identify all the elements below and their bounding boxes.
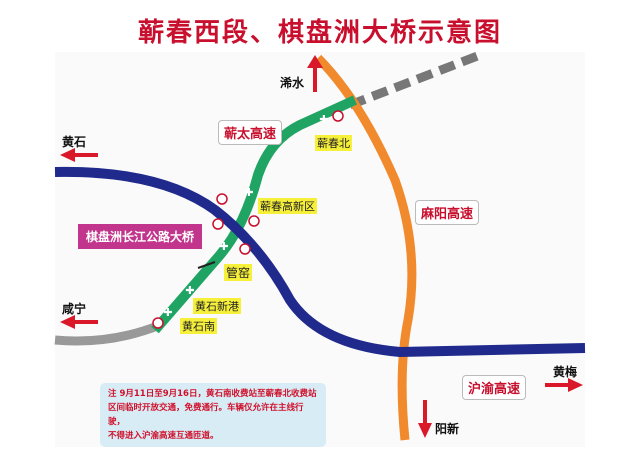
svg-text:✚: ✚ (163, 306, 172, 319)
arrow-xishui-icon (307, 55, 323, 92)
arrow-huangshi-icon (60, 148, 98, 162)
city-xishui: 浠水 (280, 76, 305, 90)
station-guanyao: 管窑 (224, 264, 253, 281)
highway-qitai-label: 蕲太高速 (218, 120, 283, 145)
arrow-yangxin-icon (418, 400, 432, 438)
bridge-label: 棋盘洲长江公路大桥 (78, 224, 203, 249)
gray-dashed-road (348, 50, 482, 110)
notice-line: 不得进入沪渝高速互通匝道。 (108, 431, 219, 441)
map-title: 蕲春西段、棋盘洲大桥示意图 (137, 18, 502, 48)
svg-text:✚: ✚ (185, 284, 194, 297)
svg-text:✚: ✚ (244, 186, 253, 199)
green-road-qitai (151, 95, 358, 334)
arrow-xianning-icon (60, 315, 98, 329)
city-huangshi: 黄石 (62, 135, 87, 149)
svg-text:✚: ✚ (319, 113, 328, 126)
arrow-huangmei-icon (545, 378, 583, 392)
station-huangshinan: 黄石南 (180, 318, 217, 334)
notice-line: 注 9月11日至9月16日，黄石南收费站至蕲春北收费站 (108, 389, 317, 399)
interchange-minus-icons (152, 110, 344, 329)
notice-line: 区间临时开放交通，免费通行。车辆仅允许在主线行驶， (108, 403, 304, 427)
highway-huyu-label: 沪渝高速 (462, 375, 527, 400)
bridge-marker (197, 261, 216, 269)
city-yangxin: 阳新 (435, 422, 460, 436)
blue-road-huyu (54, 166, 586, 358)
station-huangshixingang: 黄石新港 (193, 298, 241, 314)
toll-plus-icons: ✚ ✚ ✚ ✚ ✚ (163, 113, 328, 319)
city-xianning: 咸宁 (62, 302, 87, 316)
highway-mayang-label: 麻阳高速 (415, 200, 480, 225)
station-gaoxinqu: 蕲春高新区 (258, 198, 317, 214)
notice-box: 注 9月11日至9月16日，黄石南收费站至蕲春北收费站 区间临时开放交通，免费通… (100, 383, 326, 447)
station-qichunbei: 蕲春北 (315, 135, 352, 151)
city-huangmei: 黄梅 (553, 365, 578, 379)
svg-text:✚: ✚ (219, 240, 228, 253)
gray-road-west (54, 320, 162, 346)
